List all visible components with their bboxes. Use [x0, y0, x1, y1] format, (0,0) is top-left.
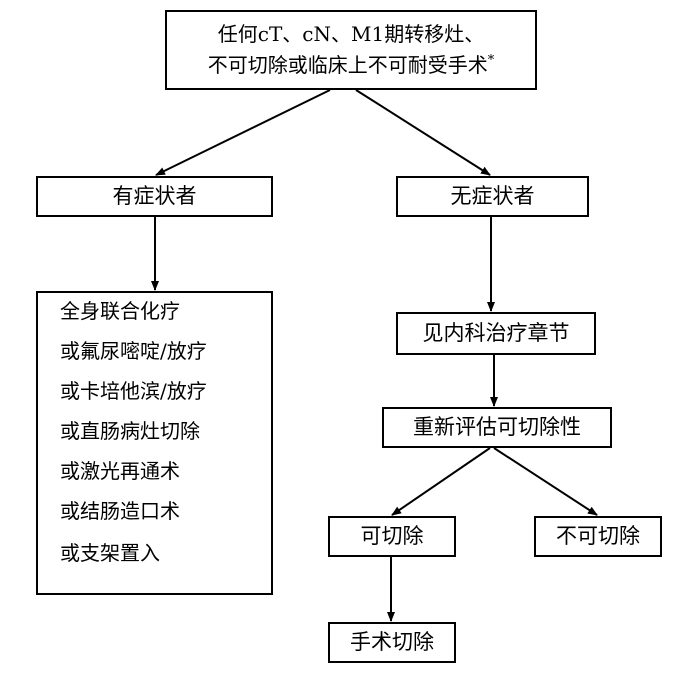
- arrow-top-to-asymptomatic: [355, 89, 491, 176]
- symptomatic-box: 有症状者: [36, 176, 273, 217]
- unresectable-label: 不可切除: [556, 524, 640, 549]
- arrow-top-to-symptomatic: [155, 89, 331, 176]
- unresectable-box: 不可切除: [534, 516, 662, 557]
- surgery-box: 手术切除: [328, 622, 456, 663]
- treatment-item: 全身联合化疗: [60, 299, 180, 323]
- criteria-box: 任何cT、cN、M1期转移灶、 不可切除或临床上不可耐受手术*: [165, 10, 537, 90]
- treatment-item: 或结肠造口术: [60, 499, 180, 523]
- medical-chapter-label: 见内科治疗章节: [422, 321, 570, 346]
- treatment-item: 或激光再通术: [60, 459, 180, 483]
- arrow-reevaluate-to-unresectable: [493, 447, 598, 516]
- symptomatic-label: 有症状者: [112, 184, 197, 209]
- treatment-item: 或卡培他滨/放疗: [60, 379, 207, 403]
- criteria-line-2-text: 不可切除或临床上不可耐受手术: [207, 53, 488, 77]
- criteria-line-2: 不可切除或临床上不可耐受手术*: [208, 50, 495, 81]
- treatment-options-box: 全身联合化疗 或氟尿嘧啶/放疗 或卡培他滨/放疗 或直肠病灶切除 或激光再通术 …: [36, 291, 273, 595]
- asymptomatic-box: 无症状者: [396, 176, 589, 217]
- asymptomatic-label: 无症状者: [450, 184, 535, 209]
- resectable-label: 可切除: [360, 524, 424, 549]
- reevaluate-box: 重新评估可切除性: [382, 407, 612, 448]
- treatment-item: 或氟尿嘧啶/放疗: [60, 339, 207, 363]
- arrow-reevaluate-to-resectable: [391, 447, 491, 516]
- treatment-item: 或支架置入: [60, 541, 160, 565]
- treatment-item: 或直肠病灶切除: [60, 419, 200, 443]
- reevaluate-label: 重新评估可切除性: [413, 415, 581, 440]
- footnote-mark: *: [487, 53, 495, 68]
- criteria-line-1: 任何cT、cN、M1期转移灶、: [217, 22, 485, 46]
- medical-chapter-box: 见内科治疗章节: [396, 312, 596, 355]
- resectable-box: 可切除: [328, 516, 456, 557]
- surgery-label: 手术切除: [350, 630, 434, 655]
